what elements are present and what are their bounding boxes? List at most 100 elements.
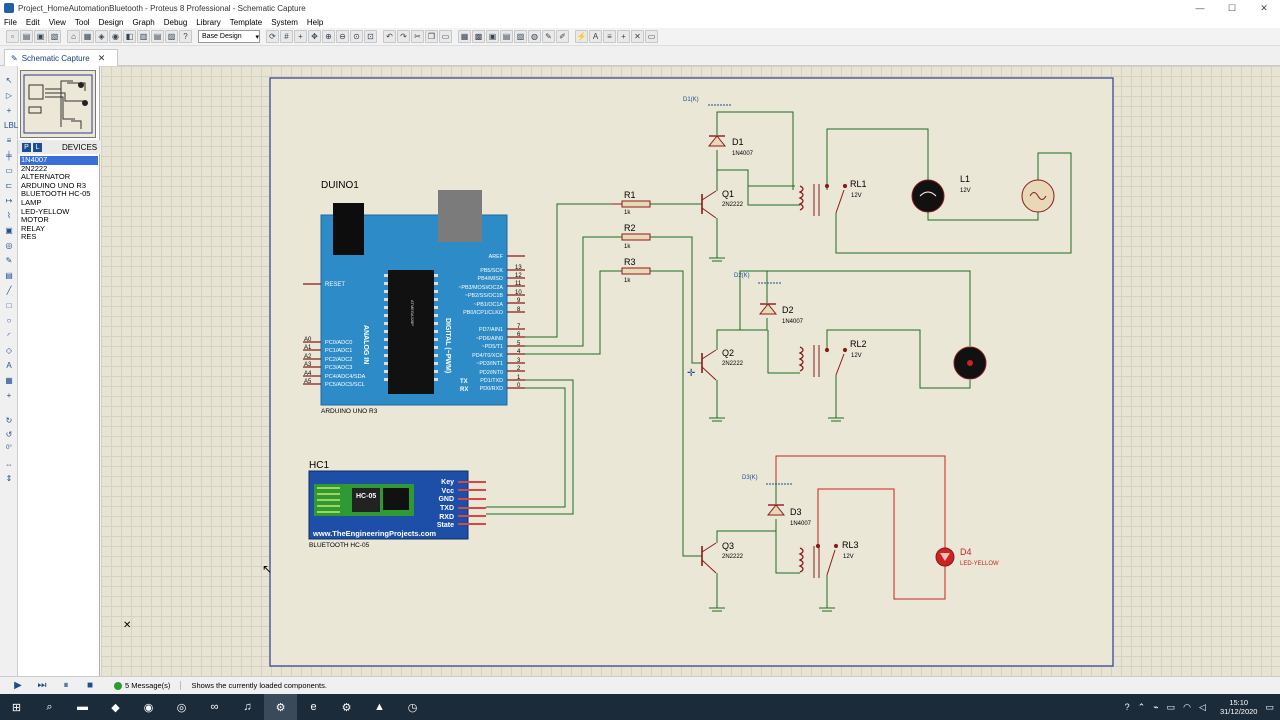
device-item[interactable]: 1N4007 bbox=[20, 155, 98, 165]
new-sheet-icon[interactable]: + bbox=[617, 30, 630, 43]
arduino-ide-icon[interactable]: ∞ bbox=[210, 701, 219, 713]
arduino-uno[interactable]: DUINO1 ATMEGA328P ANALOG IN DIGITAL (~PW… bbox=[303, 180, 525, 415]
rotate-clockwise-icon[interactable]: ↻ bbox=[5, 416, 13, 425]
relay-rl3[interactable]: RL3 12V bbox=[798, 540, 859, 578]
property-assign-icon[interactable]: ≡ bbox=[603, 30, 616, 43]
netlist-icon[interactable]: ▭ bbox=[645, 30, 658, 43]
chrome-icon[interactable]: ◎ bbox=[176, 701, 187, 714]
resistor-r2[interactable]: R2 1k bbox=[621, 223, 651, 250]
help-icon[interactable]: ? bbox=[179, 30, 192, 43]
zoom-in-icon[interactable]: ⊕ bbox=[322, 30, 335, 43]
clock-app-icon[interactable]: ◷ bbox=[407, 701, 418, 714]
symbol-icon[interactable]: ▦ bbox=[5, 376, 13, 385]
volume-icon[interactable]: ◁ bbox=[1199, 701, 1206, 712]
file-explorer-icon[interactable]: ▬ bbox=[77, 701, 88, 713]
undo-icon[interactable]: ↶ bbox=[383, 30, 396, 43]
3d-view-icon[interactable]: ◧ bbox=[123, 30, 136, 43]
device-item[interactable]: LAMP bbox=[21, 197, 42, 207]
graph-icon[interactable]: ⌇ bbox=[7, 211, 11, 220]
windows-start-icon[interactable]: ⊞ bbox=[11, 701, 22, 714]
zoom-out-icon[interactable]: ⊖ bbox=[336, 30, 349, 43]
box-icon[interactable]: □ bbox=[6, 301, 12, 310]
decompose-icon[interactable]: ✐ bbox=[556, 30, 569, 43]
spotify-icon[interactable]: ♫ bbox=[243, 701, 252, 713]
rotate-anticlockwise-icon[interactable]: ↺ bbox=[5, 430, 13, 439]
block-move-icon[interactable]: ▩ bbox=[472, 30, 485, 43]
transistor-q2[interactable]: Q2 2N2222 bbox=[701, 348, 744, 381]
menu-edit[interactable]: Edit bbox=[25, 17, 40, 27]
block-rotate-icon[interactable]: ▣ bbox=[486, 30, 499, 43]
alternator[interactable] bbox=[1021, 179, 1055, 213]
make-device-icon[interactable]: ◍ bbox=[528, 30, 541, 43]
device-item[interactable]: RES bbox=[21, 232, 37, 242]
search-icon[interactable]: ⌕ bbox=[46, 700, 53, 713]
usb-icon[interactable]: ⌁ bbox=[1153, 701, 1159, 712]
buses-icon[interactable]: ╪ bbox=[6, 151, 12, 160]
resistor-r1[interactable]: R1 1k bbox=[612, 190, 651, 216]
stop-icon[interactable]: ■ bbox=[86, 680, 94, 691]
transistor-q1[interactable]: Q1 2N2222 bbox=[701, 189, 744, 219]
messages-indicator[interactable]: 5 Message(s) bbox=[114, 681, 182, 690]
app-red-icon[interactable]: ◆ bbox=[111, 701, 120, 714]
save-icon[interactable]: ▣ bbox=[34, 30, 47, 43]
component-mode-icon[interactable]: ▷ bbox=[5, 91, 13, 100]
device-item[interactable]: ARDUINO UNO R3 bbox=[21, 180, 87, 190]
wifi-icon[interactable]: ◠ bbox=[1183, 701, 1192, 712]
arc-icon[interactable]: ◜ bbox=[7, 331, 11, 340]
instrument-icon[interactable]: ▤ bbox=[5, 271, 13, 280]
relay-rl2[interactable]: RL2 12V bbox=[798, 339, 867, 377]
open-folder-icon[interactable]: ▤ bbox=[20, 30, 33, 43]
close-button[interactable]: ✕ bbox=[1260, 2, 1268, 13]
new-file-icon[interactable]: ▫ bbox=[6, 30, 19, 43]
close-tab-icon[interactable]: ✕ bbox=[97, 52, 106, 63]
battery-icon[interactable]: ▭ bbox=[1166, 701, 1176, 712]
tab-schematic-capture[interactable]: ✎ Schematic Capture ✕ bbox=[4, 49, 118, 66]
menu-template[interactable]: Template bbox=[229, 17, 263, 27]
step-icon[interactable]: ⏭ bbox=[37, 680, 47, 691]
motor[interactable] bbox=[953, 346, 987, 380]
path-icon[interactable]: ◇ bbox=[5, 346, 13, 355]
maximize-button[interactable]: ☐ bbox=[1227, 2, 1237, 13]
circle-icon[interactable]: ○ bbox=[6, 316, 12, 325]
device-item[interactable]: LED-YELLOW bbox=[21, 206, 70, 216]
notifications-icon[interactable]: ▭ bbox=[1265, 701, 1274, 712]
schematic-icon[interactable]: ▦ bbox=[81, 30, 94, 43]
device-item[interactable]: 2N2222 bbox=[21, 163, 48, 173]
design-explorer-icon[interactable]: ▨ bbox=[165, 30, 178, 43]
refresh-icon[interactable]: ⟳ bbox=[266, 30, 279, 43]
zoom-area-icon[interactable]: ⊡ bbox=[364, 30, 377, 43]
terminals-icon[interactable]: ⊏ bbox=[5, 181, 13, 190]
pan-icon[interactable]: ✥ bbox=[308, 30, 321, 43]
relay-rl1[interactable]: RL1 12V bbox=[798, 179, 867, 216]
origin-icon[interactable]: + bbox=[294, 30, 307, 43]
mirror-x-icon[interactable]: ⇔ bbox=[5, 460, 13, 469]
menu-debug[interactable]: Debug bbox=[163, 17, 188, 27]
menu-help[interactable]: Help bbox=[306, 17, 324, 27]
block-copy-icon[interactable]: ▦ bbox=[458, 30, 471, 43]
taskbar-clock[interactable]: 15:10 31/12/2020 bbox=[1219, 698, 1258, 716]
pick-device-icon[interactable]: ▧ bbox=[514, 30, 527, 43]
menu-graph[interactable]: Graph bbox=[132, 17, 155, 27]
menu-library[interactable]: Library bbox=[196, 17, 221, 27]
play-icon[interactable]: ▶ bbox=[14, 680, 22, 691]
block-delete-icon[interactable]: ▤ bbox=[500, 30, 513, 43]
firefox-icon[interactable]: ◉ bbox=[143, 701, 154, 714]
minimize-button[interactable]: — bbox=[1195, 3, 1205, 13]
overview-preview[interactable] bbox=[20, 70, 96, 138]
text-script-icon[interactable]: ≡ bbox=[6, 136, 12, 145]
packaging-icon[interactable]: ✎ bbox=[542, 30, 555, 43]
wire-autorouter-icon[interactable]: ⚡ bbox=[575, 30, 588, 43]
pcb-icon[interactable]: ◈ bbox=[95, 30, 108, 43]
copy-icon[interactable]: ❐ bbox=[425, 30, 438, 43]
junction-dot-icon[interactable]: + bbox=[6, 106, 12, 115]
search-tag-icon[interactable]: A bbox=[589, 30, 602, 43]
store-icon[interactable]: ▲ bbox=[374, 701, 385, 713]
probe-icon[interactable]: ✎ bbox=[5, 256, 13, 265]
text-icon[interactable]: A bbox=[6, 361, 12, 370]
variant-select[interactable]: Base Design▾ bbox=[198, 30, 260, 43]
led-d4[interactable]: D4 LED-YELLOW bbox=[935, 547, 999, 567]
menu-tool[interactable]: Tool bbox=[74, 17, 90, 27]
home-icon[interactable]: ⌂ bbox=[67, 30, 80, 43]
resistor-r3[interactable]: R3 1k bbox=[621, 257, 651, 284]
